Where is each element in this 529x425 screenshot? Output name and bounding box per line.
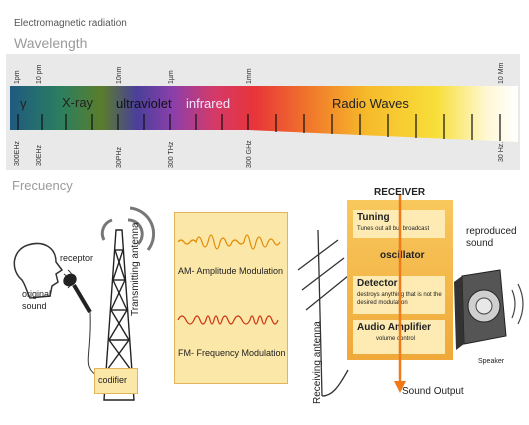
fq-tick-6: 30 Hz. <box>498 141 505 162</box>
wavelength-label: Wavelength <box>14 35 88 51</box>
band-xray: X-ray <box>62 95 94 110</box>
sound-output-label: Sound Output <box>402 386 464 397</box>
spectrum-graphic <box>6 54 520 170</box>
volume-control-desc: volume control <box>376 336 416 342</box>
fq-tick-3: 30PHz <box>116 146 123 168</box>
speaker-waves-icon <box>511 283 524 325</box>
wl-tick-4: 1µm <box>168 70 175 84</box>
codifier-box <box>94 368 138 394</box>
band-ultraviolet: ultraviolet <box>116 96 172 111</box>
audio-amplifier-label: Audio Amplifier <box>357 322 432 333</box>
transmitter-illustration <box>13 206 156 401</box>
spectrum-ticks <box>17 114 501 141</box>
wl-tick-2: 10 pm <box>36 64 43 84</box>
receiving-antenna-label: Receiving antenna <box>312 321 323 404</box>
receiver-title: RECEIVER <box>374 187 426 198</box>
wl-tick-6: 10 Mm <box>498 62 505 84</box>
wl-tick-5: 1mm <box>246 68 253 84</box>
am-label: AM- Amplitude Modulation <box>178 266 284 276</box>
wl-tick-1: 1pm <box>14 70 21 84</box>
band-gamma: γ <box>20 96 27 111</box>
speaker-label: Speaker <box>478 358 505 365</box>
oscillator-label: oscillator <box>380 250 425 261</box>
band-infrared: infrared <box>186 96 231 111</box>
fq-tick-4: 300 THz <box>168 141 175 168</box>
broadcast-waves-icon <box>100 206 156 251</box>
spectrum-band <box>10 86 518 142</box>
am-wave <box>177 234 281 250</box>
reproduced-sound-label: reproduced sound <box>466 226 517 249</box>
tuning-label: Tuning <box>357 212 390 223</box>
original-sound-label: original sound <box>22 289 52 311</box>
transmitting-antenna-label: Transmitting antenna <box>130 222 141 316</box>
fm-wave <box>177 315 279 325</box>
receiving-antenna-illustration <box>297 229 349 397</box>
detector-label: Detector <box>357 278 398 289</box>
tower-icon <box>103 229 135 401</box>
codifier-label: codifier <box>98 375 128 385</box>
band-radio: Radio Waves <box>332 96 409 111</box>
speaker-illustration <box>454 269 524 350</box>
receptor-label: receptor <box>60 253 94 263</box>
tuning-desc: Tunes out all but broadcast <box>357 226 430 232</box>
frequency-label: Frecuency <box>12 178 73 193</box>
fm-label: FM- Frequency Modulation <box>178 348 286 358</box>
fq-tick-1: 300EHz <box>14 141 21 166</box>
fq-tick-5: 300 GHz <box>246 140 253 168</box>
signal-arrow <box>394 195 406 393</box>
head-icon <box>13 242 64 299</box>
diagram-title: Electromagnetic radiation <box>14 18 127 29</box>
wl-tick-3: 10nm <box>116 66 123 84</box>
microphone-icon <box>63 273 92 314</box>
fq-tick-2: 30EHz <box>36 144 43 166</box>
modulation-waves <box>177 234 281 325</box>
